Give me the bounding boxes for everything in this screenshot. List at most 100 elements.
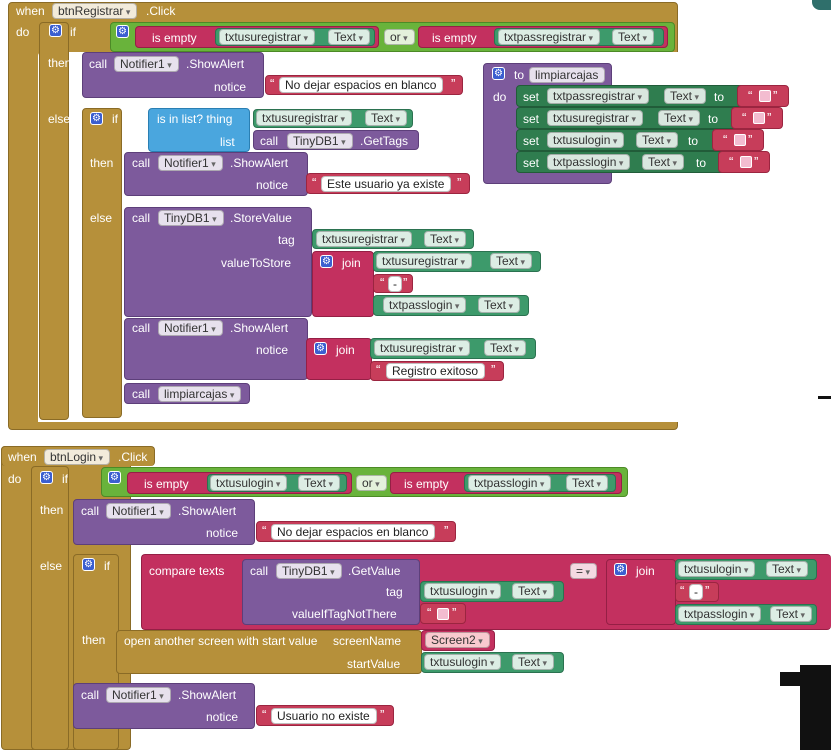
text-value[interactable]: Usuario no existe bbox=[271, 708, 377, 724]
empty-text-value[interactable] bbox=[753, 112, 765, 124]
quote-icon: “ bbox=[748, 88, 753, 103]
if-block[interactable] bbox=[39, 22, 69, 420]
component-dropdown[interactable]: txtpasslogin bbox=[678, 606, 762, 622]
tinydb-dropdown[interactable]: TinyDB1 bbox=[276, 563, 342, 579]
to-label: to bbox=[714, 90, 725, 104]
text-value[interactable]: - bbox=[689, 584, 703, 600]
procedure-dropdown[interactable]: limpiarcajas bbox=[158, 386, 242, 402]
text-value[interactable]: No dejar espacios en blanco bbox=[271, 524, 436, 540]
set-label: set bbox=[523, 156, 540, 170]
quote-icon: “ bbox=[680, 583, 685, 598]
show-alert-block[interactable] bbox=[82, 52, 264, 98]
component-dropdown[interactable]: txtusulogin bbox=[547, 132, 625, 148]
gear-icon[interactable]: ⚙ bbox=[82, 558, 95, 571]
quote-icon: ” bbox=[457, 175, 462, 190]
property-dropdown[interactable]: Text bbox=[490, 253, 533, 269]
component-dropdown[interactable]: txtusulogin bbox=[424, 654, 502, 670]
property-dropdown[interactable]: Text bbox=[478, 297, 521, 313]
gear-icon[interactable]: ⚙ bbox=[492, 67, 505, 80]
tinydb-dropdown[interactable]: TinyDB1 bbox=[287, 133, 353, 149]
property-dropdown[interactable]: Text bbox=[636, 132, 679, 148]
notifier-dropdown[interactable]: Notifier1 bbox=[114, 56, 179, 72]
component-dropdown-btnlogin[interactable]: btnLogin bbox=[44, 449, 111, 465]
notifier-dropdown[interactable]: Notifier1 bbox=[106, 503, 171, 519]
text-value[interactable]: - bbox=[388, 276, 402, 292]
component-dropdown[interactable]: txtusulogin bbox=[424, 583, 502, 599]
text-value[interactable]: Este usuario ya existe bbox=[321, 176, 452, 192]
property-dropdown[interactable]: Text bbox=[424, 231, 467, 247]
empty-text-value[interactable] bbox=[759, 90, 771, 102]
property-dropdown[interactable]: Text bbox=[484, 340, 527, 356]
gear-icon[interactable]: ⚙ bbox=[49, 24, 62, 37]
notice-label: notice bbox=[206, 526, 239, 540]
quote-icon: “ bbox=[312, 175, 317, 190]
gear-icon[interactable]: ⚙ bbox=[614, 563, 627, 576]
quote-icon: ” bbox=[705, 583, 710, 598]
property-dropdown[interactable]: Text bbox=[512, 654, 555, 670]
component-dropdown[interactable]: txtpasslogin bbox=[383, 297, 467, 313]
gear-icon[interactable]: ⚙ bbox=[116, 25, 129, 38]
list-label: list bbox=[220, 135, 235, 149]
screen-dropdown[interactable]: Screen2 bbox=[425, 632, 490, 648]
method-label: .ShowAlert bbox=[230, 321, 289, 335]
property-dropdown[interactable]: Text bbox=[770, 606, 813, 622]
property-dropdown[interactable]: Text bbox=[612, 29, 655, 45]
property-dropdown[interactable]: Text bbox=[766, 561, 809, 577]
text-value[interactable]: No dejar espacios en blanco bbox=[279, 77, 444, 93]
do-label: do bbox=[493, 90, 507, 104]
property-dropdown[interactable]: Text bbox=[642, 154, 685, 170]
component-dropdown[interactable]: txtpassregistrar bbox=[498, 29, 601, 45]
component-dropdown[interactable]: txtusulogin bbox=[210, 475, 288, 491]
set-label: set bbox=[523, 134, 540, 148]
component-dropdown[interactable]: txtusuregistrar bbox=[316, 231, 413, 247]
when-label: when bbox=[8, 450, 37, 464]
gear-icon[interactable]: ⚙ bbox=[90, 112, 103, 125]
empty-text-value[interactable] bbox=[734, 134, 746, 146]
do-label: do bbox=[16, 25, 30, 39]
call-label: call bbox=[132, 321, 151, 335]
component-dropdown[interactable]: txtpasslogin bbox=[547, 154, 631, 170]
empty-text-value[interactable] bbox=[437, 608, 449, 620]
property-dropdown[interactable]: Text bbox=[298, 475, 341, 491]
is-empty-label: is empty bbox=[144, 477, 189, 491]
notifier-dropdown[interactable]: Notifier1 bbox=[158, 320, 223, 336]
tinydb-dropdown[interactable]: TinyDB1 bbox=[158, 210, 224, 226]
quote-icon: ” bbox=[444, 523, 449, 538]
gear-icon[interactable]: ⚙ bbox=[314, 342, 327, 355]
property-dropdown[interactable]: Text bbox=[658, 110, 701, 126]
join-label: join bbox=[342, 256, 361, 270]
component-dropdown[interactable]: txtusuregistrar bbox=[256, 110, 353, 126]
notifier-dropdown[interactable]: Notifier1 bbox=[158, 155, 223, 171]
gear-icon[interactable]: ⚙ bbox=[108, 471, 121, 484]
component-dropdown[interactable]: txtusulogin bbox=[678, 561, 756, 577]
component-dropdown[interactable]: txtpassregistrar bbox=[547, 88, 650, 104]
property-dropdown[interactable]: Text bbox=[512, 583, 555, 599]
component-dropdown-btnregistrar[interactable]: btnRegistrar bbox=[52, 3, 138, 19]
property-dropdown[interactable]: Text bbox=[566, 475, 609, 491]
property-dropdown[interactable]: Text bbox=[328, 29, 371, 45]
component-dropdown[interactable]: txtusuregistrar bbox=[376, 253, 473, 269]
procedure-name-field[interactable]: limpiarcajas bbox=[529, 67, 606, 83]
compare-operator-dropdown[interactable]: = bbox=[570, 563, 598, 579]
component-dropdown[interactable]: txtusuregistrar bbox=[219, 29, 316, 45]
to-label: to bbox=[514, 68, 525, 82]
component-dropdown[interactable]: txtusuregistrar bbox=[547, 110, 644, 126]
then-label: then bbox=[90, 156, 114, 170]
or-dropdown[interactable]: or bbox=[384, 29, 415, 45]
call-label: call bbox=[132, 156, 151, 170]
component-dropdown[interactable]: txtusuregistrar bbox=[374, 340, 471, 356]
gear-icon[interactable]: ⚙ bbox=[40, 471, 53, 484]
property-dropdown[interactable]: Text bbox=[664, 88, 707, 104]
notifier-dropdown[interactable]: Notifier1 bbox=[106, 687, 171, 703]
text-value[interactable]: Registro exitoso bbox=[386, 363, 486, 379]
empty-text-value[interactable] bbox=[740, 156, 752, 168]
property-dropdown[interactable]: Text bbox=[365, 110, 408, 126]
gear-icon[interactable]: ⚙ bbox=[320, 255, 333, 268]
is-in-list-block[interactable] bbox=[148, 108, 250, 152]
component-dropdown[interactable]: txtpasslogin bbox=[468, 475, 552, 491]
else-label: else bbox=[40, 559, 63, 573]
or-dropdown[interactable]: or bbox=[356, 475, 387, 491]
open-screen-block[interactable] bbox=[116, 630, 422, 674]
when-label: when bbox=[16, 4, 45, 18]
if-block[interactable] bbox=[82, 108, 122, 418]
